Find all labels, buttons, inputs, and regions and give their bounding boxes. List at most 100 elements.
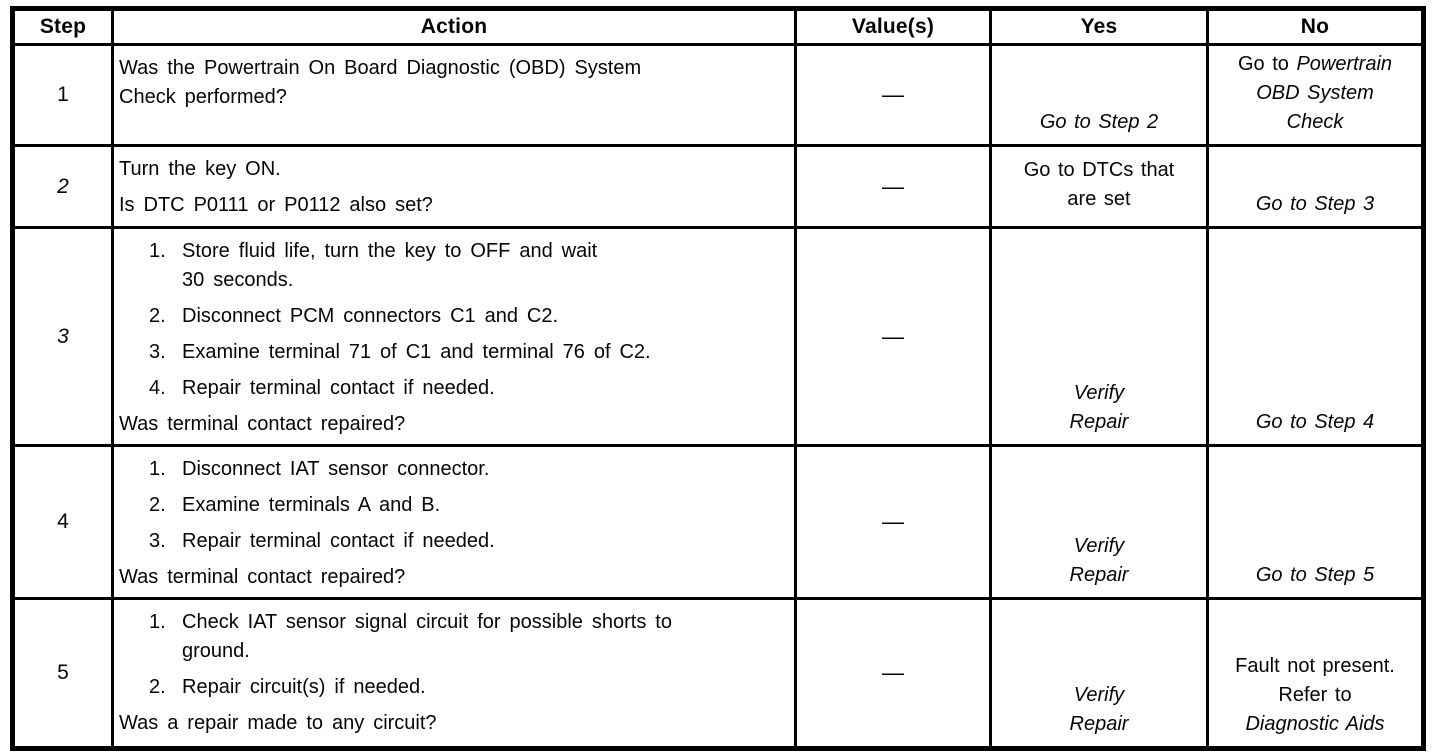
action-item: 3. Repair terminal contact if needed. bbox=[119, 527, 788, 556]
action-item: 1. Check IAT sensor signal circuit for po… bbox=[119, 608, 788, 666]
table-row: 3 1.Store fluid life, turn the key to OFF… bbox=[11, 226, 1425, 447]
text-segment: Go to Step 4 bbox=[1255, 411, 1375, 433]
item-number: 2. bbox=[149, 494, 166, 516]
text-segment: Check bbox=[1286, 111, 1344, 133]
value-dash: — bbox=[882, 509, 904, 534]
text-line: Diagnostic Aids bbox=[1213, 710, 1417, 739]
column-header-yes: Yes bbox=[989, 7, 1209, 46]
text-line: Verify bbox=[996, 379, 1202, 408]
action-text: Is DTC P0111 or P0112 also set? bbox=[119, 194, 433, 216]
text-segment: Repair bbox=[1069, 713, 1129, 735]
action-item: 2. Examine terminals A and B. bbox=[119, 491, 788, 520]
table-row: 2 Turn the key ON. Is DTC P0111 or P0112 a… bbox=[11, 144, 1425, 229]
text-segment: Powertrain bbox=[1296, 53, 1393, 75]
column-header-values: Value(s) bbox=[794, 7, 992, 46]
value-dash: — bbox=[882, 660, 904, 685]
text-segment: Verify bbox=[1073, 684, 1125, 706]
step-number: 2 bbox=[57, 174, 69, 198]
action-item: 1.Store fluid life, turn the key to OFF … bbox=[119, 237, 788, 295]
action-question: Was terminal contact repaired? bbox=[119, 413, 406, 435]
item-text: Repair terminal contact if needed. bbox=[182, 530, 495, 552]
text-segment: OBD System bbox=[1256, 82, 1374, 104]
text-line: Repair bbox=[996, 408, 1202, 437]
no-cell-text: Go to Step 4 bbox=[1211, 404, 1421, 443]
action-content: Was the Powertrain On Board Diagnostic (… bbox=[116, 48, 793, 119]
action-content: 1. Disconnect IAT sensor connector. 2. Exam… bbox=[116, 449, 793, 596]
step-number: 5 bbox=[57, 661, 69, 684]
text-segment: Diagnostic Aids bbox=[1245, 713, 1385, 735]
action-item: 1. Disconnect IAT sensor connector. bbox=[119, 455, 788, 484]
text-segment: Verify bbox=[1073, 535, 1125, 557]
action-cell: Turn the key ON. Is DTC P0111 or P0112 al… bbox=[111, 144, 797, 229]
text-line: Verify bbox=[996, 532, 1202, 561]
column-header-no: No bbox=[1206, 7, 1425, 46]
action-cell: Was the Powertrain On Board Diagnostic (… bbox=[111, 43, 797, 147]
text-line: Go to Step 2 bbox=[996, 108, 1202, 137]
text-line: Repair bbox=[996, 561, 1202, 590]
text-segment: Go to Step 5 bbox=[1255, 564, 1375, 586]
item-text: Check IAT sensor signal circuit for poss… bbox=[182, 611, 672, 662]
column-header-action: Action bbox=[111, 7, 797, 46]
item-text: Store fluid life, turn the key to OFF an… bbox=[182, 240, 598, 291]
text-segment: Go to DTCs that bbox=[1023, 159, 1175, 181]
item-text: Repair terminal contact if needed. bbox=[182, 377, 495, 399]
action-cell: 1.Store fluid life, turn the key to OFF … bbox=[111, 226, 797, 447]
action-text: Turn the key ON. bbox=[119, 158, 281, 180]
step-number: 3 bbox=[57, 324, 69, 348]
action-question: Was terminal contact repaired? bbox=[119, 566, 406, 588]
text-line: Fault not present. bbox=[1213, 652, 1417, 681]
item-number: 1. bbox=[149, 611, 166, 633]
item-number: 3. bbox=[149, 341, 166, 363]
value-cell: — bbox=[794, 144, 992, 229]
item-text: Examine terminals A and B. bbox=[182, 494, 441, 516]
item-text: Disconnect IAT sensor connector. bbox=[182, 458, 490, 480]
action-question: Was a repair made to any circuit? bbox=[119, 712, 437, 734]
text-segment: Go to Step 2 bbox=[1039, 111, 1159, 133]
text-line: Go to Step 3 bbox=[1213, 190, 1417, 219]
text-segment: Refer to bbox=[1278, 684, 1352, 706]
item-number: 1. bbox=[149, 458, 166, 480]
text-segment: Go to Step 3 bbox=[1255, 193, 1375, 215]
step-number-cell: 5 bbox=[11, 597, 114, 750]
item-number: 4. bbox=[149, 377, 166, 399]
text-line: Verify bbox=[996, 681, 1202, 710]
text-line: Go to Step 5 bbox=[1213, 561, 1417, 590]
value-cell: — bbox=[794, 597, 992, 750]
yes-cell-text: Go to DTCs that are set bbox=[994, 152, 1205, 221]
item-number: 2. bbox=[149, 676, 166, 698]
text-line: Check bbox=[1213, 108, 1417, 137]
step-number-cell: 1 bbox=[11, 43, 114, 147]
action-item: 4. Repair terminal contact if needed. bbox=[119, 374, 788, 403]
action-cell: 1. Check IAT sensor signal circuit for po… bbox=[111, 597, 797, 750]
item-number: 3. bbox=[149, 530, 166, 552]
text-segment: Go to bbox=[1237, 53, 1297, 75]
yes-cell: Go to DTCs that are set bbox=[989, 144, 1209, 229]
action-item: 2.Repair circuit(s) if needed. bbox=[119, 673, 788, 702]
action-content: 1.Store fluid life, turn the key to OFF … bbox=[116, 231, 793, 443]
value-cell: — bbox=[794, 43, 992, 147]
column-header-step: Step bbox=[11, 7, 114, 46]
text-line: are set bbox=[996, 185, 1202, 214]
action-text: Was the Powertrain On Board Diagnostic (… bbox=[119, 57, 642, 108]
action-item: 2.Disconnect PCM connectors C1 and C2. bbox=[119, 302, 788, 331]
action-content: Turn the key ON. Is DTC P0111 or P0112 al… bbox=[116, 149, 793, 225]
no-cell-text: Go to Step 5 bbox=[1211, 557, 1421, 596]
text-line: Refer to bbox=[1213, 681, 1417, 710]
value-cell: — bbox=[794, 226, 992, 447]
step-number-cell: 4 bbox=[11, 444, 114, 600]
text-segment: are set bbox=[1067, 188, 1131, 210]
step-number: 4 bbox=[57, 510, 69, 533]
table-header-row: Step Action Value(s) Yes No bbox=[11, 7, 1425, 46]
text-line: Go to Powertrain bbox=[1213, 50, 1417, 79]
no-cell-text: Go to Step 3 bbox=[1211, 186, 1421, 225]
item-number: 2. bbox=[149, 305, 166, 327]
